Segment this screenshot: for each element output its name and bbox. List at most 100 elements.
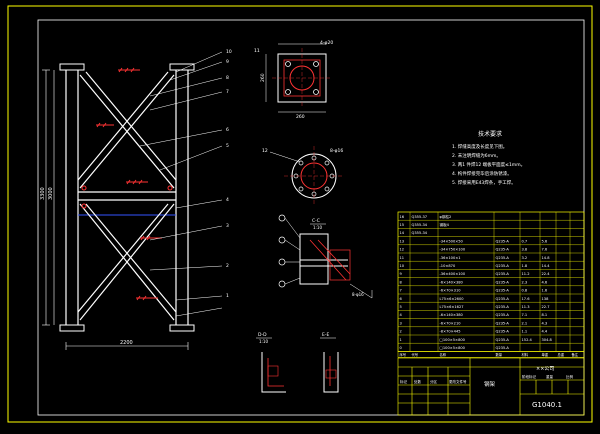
section-c-scale: 1:10 [313, 225, 322, 230]
bom-cell-w2: 14.8 [542, 256, 551, 260]
title-label-count: 处数 [414, 379, 422, 384]
title-label-zone: 分区 [430, 379, 438, 384]
bom-cell-spec: -10×870 [440, 264, 456, 268]
bom-cell-w1: 0.7 [522, 239, 528, 243]
bom-cell-no: 7 [400, 289, 402, 293]
bom-cell-qty: Q235-A [496, 289, 510, 293]
bom-cell-spec: -6×140×380 [440, 313, 464, 317]
plate-hole-3 [285, 89, 291, 95]
truss-elevation: 3300 3000 2200 [40, 63, 195, 350]
bom-cell-spec: 钢板4 [440, 222, 450, 227]
base-plate-detail: 260 260 4-φ20 11 [254, 40, 333, 120]
bom-cell-spec: -36×100×1 [440, 256, 461, 260]
plate-hole-4 [313, 89, 319, 95]
bom-cell-qty: Q235-A [496, 346, 510, 350]
bom-cell-code: Q355-34 [412, 223, 428, 227]
bom-cell-w2: 22.7 [542, 305, 550, 309]
bom-cell-no: 6 [400, 297, 403, 301]
bom-cell-w1: 152.4 [522, 338, 533, 342]
upper-brace-b2 [77, 71, 169, 181]
callout-7: 7 [226, 89, 229, 95]
bom-cell-code: Q355-34 [412, 231, 428, 235]
note-4: 4. 构件焊接完毕后涂防锈漆。 [452, 170, 512, 177]
plate-hole-note: 4-φ20 [320, 40, 333, 46]
flange-disk-detail: 12 8-φ16 [262, 146, 344, 206]
bom-header-cell: 材料 [522, 352, 529, 357]
bom-cell-w1: 3.2 [522, 256, 528, 260]
note-3: 3. 两1 件焊12 端板平面度≤1mm。 [452, 161, 525, 168]
bom-cell-spec: □100×5×800 [440, 346, 466, 350]
bom-cell-w1: 1.1 [522, 330, 528, 334]
technical-notes: 技术要求 1. 焊缝高度及长度见下图。 2. 未注明焊缝为6mm。 3. 两1 … [452, 130, 525, 186]
section-views: D-D 1:10 E-E [256, 332, 339, 393]
callout-6: 6 [226, 127, 229, 133]
bom-cell-spec: -34×750×100 [440, 248, 466, 252]
bom-cell-w1: 2.3 [522, 280, 528, 284]
bom-cell-qty: Q235-A [496, 297, 510, 301]
bottom-right-plate [169, 324, 195, 332]
bom-cell-spec: -6×140×380 [440, 280, 464, 284]
bom-cell-code: Q355-37 [412, 215, 428, 219]
bom-cell-w1: 2.1 [522, 321, 528, 325]
callout-leaders [139, 51, 223, 317]
bom-cell-spec: φ钢柱2 [440, 214, 452, 219]
section-d-scale: 1:10 [259, 339, 268, 344]
bottom-left-plate [59, 324, 85, 332]
bom-cell-qty: Q235-A [496, 272, 510, 276]
dim-height-left: 3300 [40, 187, 46, 200]
bom-cell-w2: 14.4 [542, 264, 551, 268]
note-5: 5. 焊接采用E43焊条，手工焊。 [452, 179, 516, 186]
bom-cell-w1: 0.8 [522, 289, 528, 293]
bom-cell-qty: Q235-A [496, 264, 510, 268]
title-stage-scale: 比例 [566, 374, 574, 379]
title-drawing-number: G1040.1 [532, 401, 562, 409]
note-1: 1. 焊缝高度及长度见下图。 [452, 143, 507, 150]
title-label-mark: 标记 [400, 379, 408, 384]
callout-8: 8 [226, 75, 229, 81]
bom-cell-w2: 4.3 [542, 321, 548, 325]
bom-cell-w2: 5.6 [542, 239, 548, 243]
callout-12: 12 [262, 148, 268, 154]
sheet-inner-border [37, 19, 585, 416]
bom-header-cell: 备注 [572, 352, 579, 357]
bom-cell-spec: -8×70×445 [440, 330, 461, 334]
bom-header-cell: 单重 [542, 352, 549, 357]
bom-cell-qty: Q235-A [496, 338, 510, 342]
bom-cell-no: 1 [400, 338, 402, 342]
bom-cell-spec: L75×6×1627 [440, 305, 464, 309]
bom-cell-w2: 138 [542, 297, 550, 301]
bom-cell-qty: Q235-A [496, 248, 510, 252]
bom-cell-w2: 1.6 [542, 289, 548, 293]
bom-cell-w2: 8.1 [542, 313, 548, 317]
bom-cell-qty: Q235-A [496, 280, 510, 284]
bom-header-frame [397, 351, 585, 358]
bom-cell-qty: Q235-A [496, 313, 510, 317]
bom-cell-w1: 11.2 [522, 272, 530, 276]
bom-cell-w2: 22.4 [542, 272, 551, 276]
callout-4: 4 [226, 197, 229, 203]
bom-header-cell: 序号 [400, 352, 407, 357]
callout-10: 10 [226, 49, 232, 55]
sheet-outer-border [7, 5, 593, 423]
bom-cell-w2: 4.4 [542, 330, 548, 334]
callout-2: 2 [226, 263, 229, 269]
plate-dim-w: 260 [296, 114, 305, 120]
title-stage-weight: 重量 [546, 374, 554, 379]
bom-cell-w2: 304.8 [542, 338, 553, 342]
title-label-doc: 更改文件号 [449, 379, 467, 384]
bom-cell-qty: Q235-A [496, 239, 510, 243]
weld-symbols [81, 67, 173, 301]
callout-3: 3 [226, 223, 229, 229]
callout-5: 5 [226, 143, 229, 149]
bom-cell-no: 13 [400, 239, 405, 243]
callout-1: 1 [226, 293, 229, 299]
bom-cell-spec: -36×400×100 [440, 272, 466, 276]
title-company: ××公司 [536, 366, 554, 372]
bom-cell-no: 8 [400, 280, 403, 284]
bom-header-cell: 总重 [558, 352, 565, 357]
bom-header-cell: 数量 [496, 352, 503, 357]
callout-11: 11 [254, 48, 260, 54]
dim-height-left2: 3000 [48, 187, 54, 200]
title-stage-mark: 阶段标记 [522, 374, 536, 379]
